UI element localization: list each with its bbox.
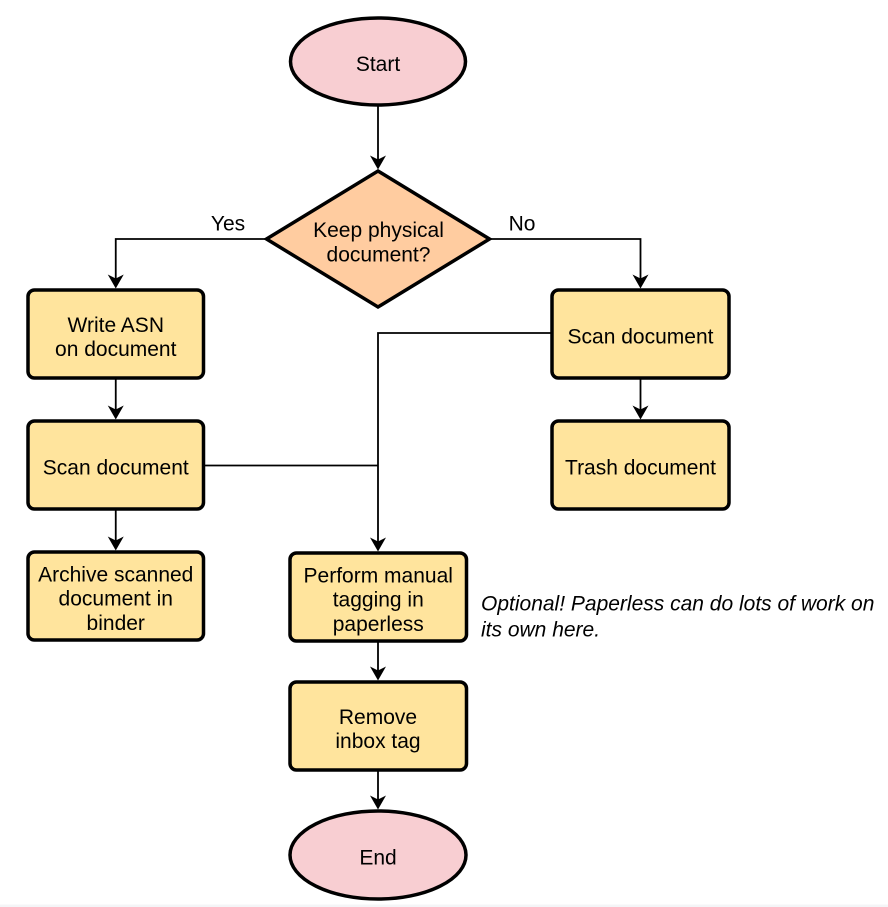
svg-text:Perform manual: Perform manual xyxy=(304,565,453,588)
svg-text:No: No xyxy=(509,213,536,236)
svg-text:Scan document: Scan document xyxy=(568,326,714,349)
svg-text:on document: on document xyxy=(55,338,177,361)
svg-text:document in: document in xyxy=(59,588,173,611)
svg-text:inbox tag: inbox tag xyxy=(335,730,420,753)
svg-text:Yes: Yes xyxy=(211,213,245,236)
svg-text:binder: binder xyxy=(87,612,145,635)
svg-text:Write ASN: Write ASN xyxy=(68,314,164,337)
svg-text:Scan document: Scan document xyxy=(43,457,189,480)
svg-text:its own here.: its own here. xyxy=(481,619,600,642)
svg-text:tagging in: tagging in xyxy=(333,589,424,612)
svg-text:paperless: paperless xyxy=(333,613,424,636)
svg-text:Trash document: Trash document xyxy=(565,457,716,480)
svg-text:Archive scanned: Archive scanned xyxy=(38,564,193,587)
svg-text:Remove: Remove xyxy=(339,706,417,729)
svg-text:Keep physical: Keep physical xyxy=(313,219,444,242)
svg-text:End: End xyxy=(359,847,396,870)
svg-text:Optional! Paperless can do lot: Optional! Paperless can do lots of work … xyxy=(481,593,874,616)
svg-text:document?: document? xyxy=(327,244,431,267)
svg-text:Start: Start xyxy=(356,53,401,76)
